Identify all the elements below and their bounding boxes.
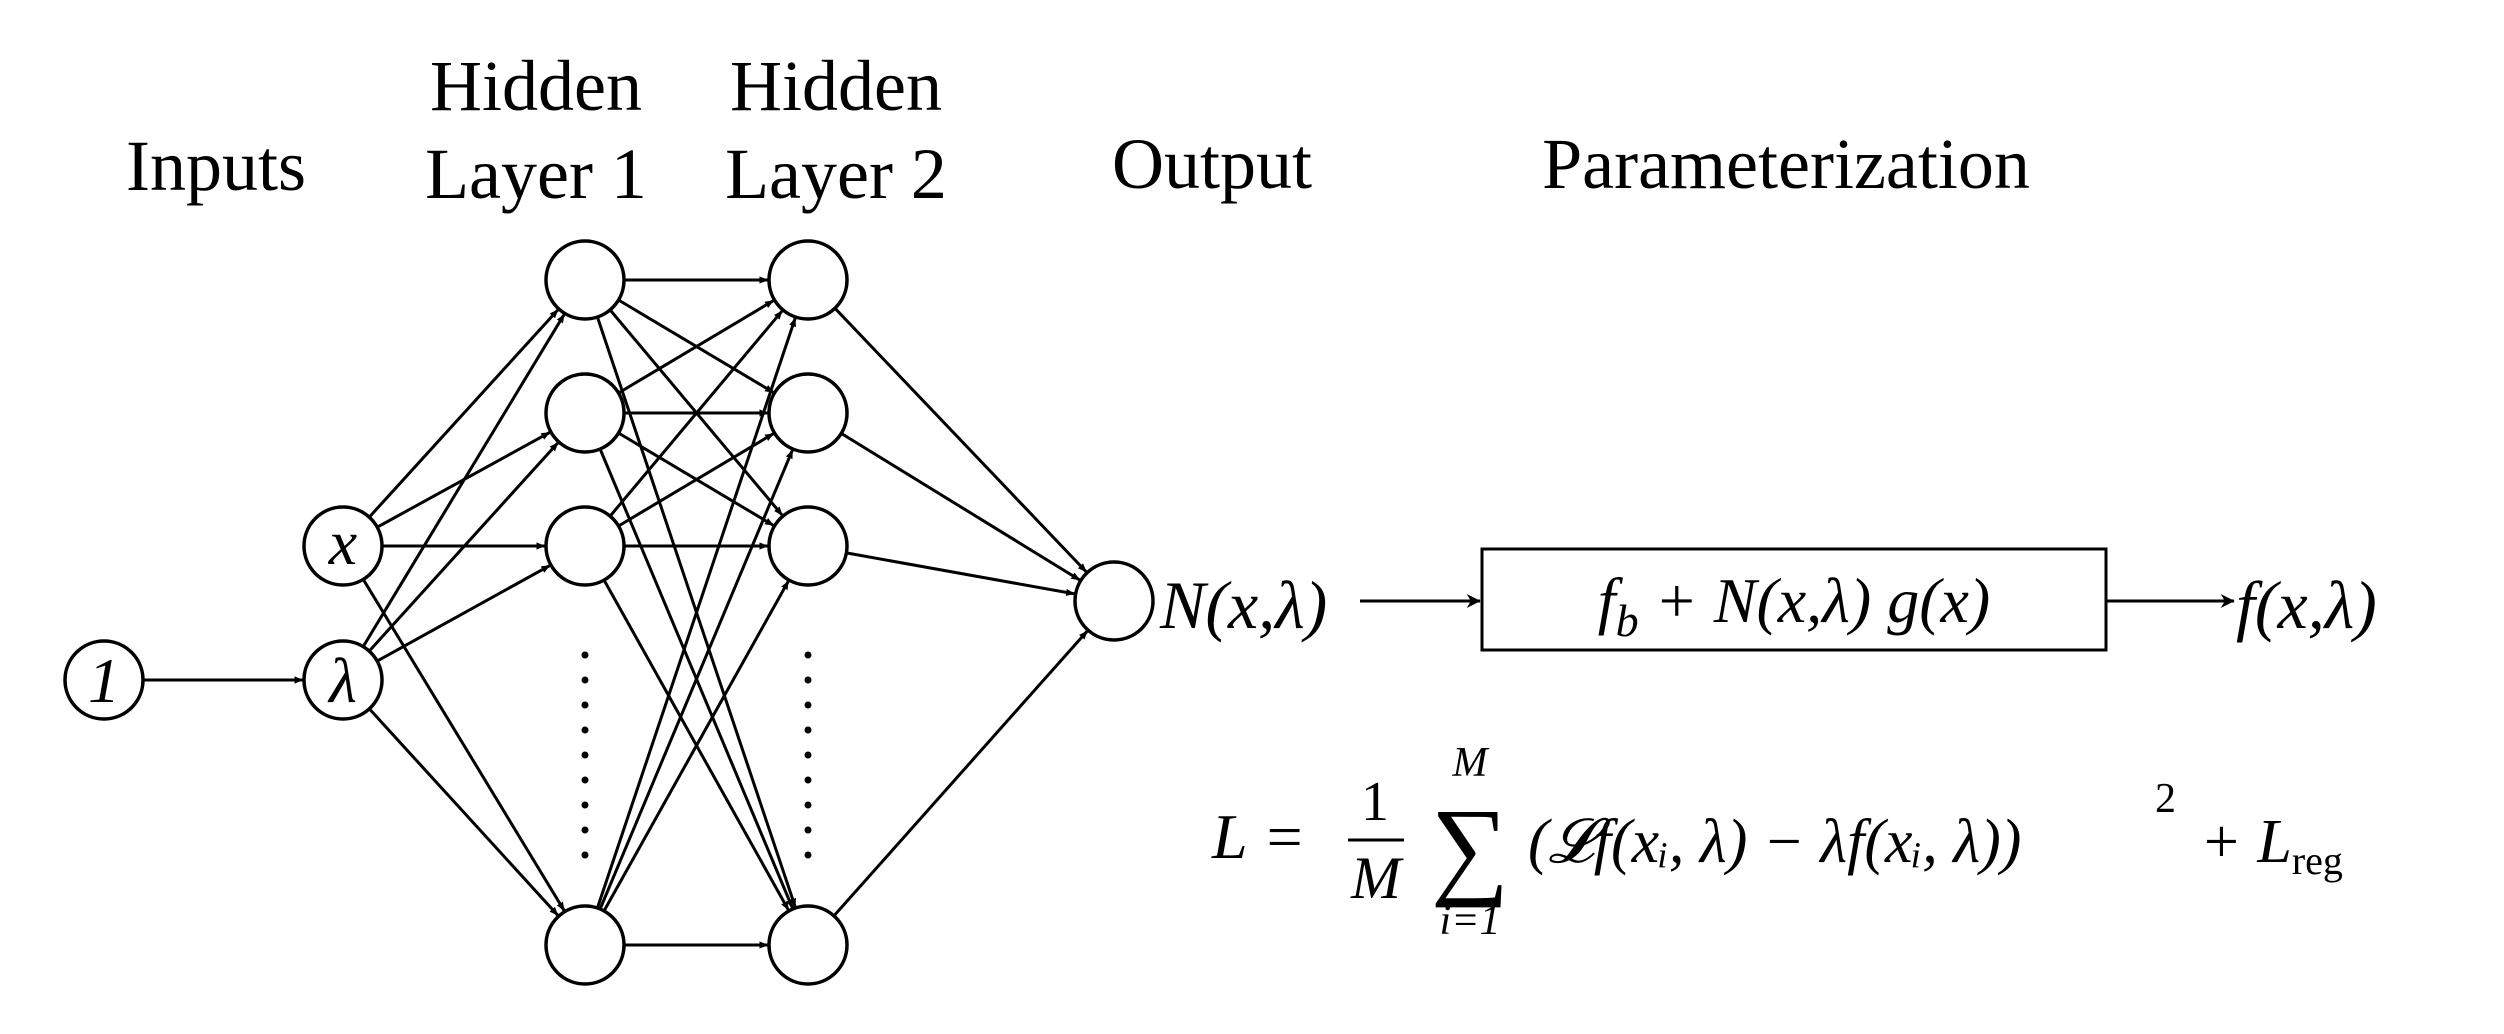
header-inputs: Inputs	[126, 126, 306, 206]
header-output: Output	[1112, 124, 1312, 204]
hidden2-to-output-edge	[846, 551, 1076, 596]
hidden2-node	[767, 505, 849, 587]
input-to-hidden1-edge	[361, 578, 566, 912]
header-hidden-layer-1-line2: Layer 1	[425, 134, 647, 214]
output-node	[1073, 560, 1155, 642]
hidden2-node	[767, 904, 849, 986]
hidden1-node	[544, 505, 626, 587]
loss-body: (𝓛f(xᵢ, λ) − λf(xᵢ, λ))	[1528, 808, 2021, 876]
loss-regularization: + Lreg	[2200, 808, 2343, 883]
loss-fraction-numerator: 1	[1361, 771, 1389, 833]
loss-sum-upper: M	[1452, 740, 1490, 786]
loss-equation: L = 1 M M ∑ i=1 (𝓛f(xᵢ, λ) − λf(xᵢ, λ)) …	[1211, 740, 2343, 944]
input-to-hidden1-edge	[368, 707, 560, 917]
header-hidden-layer-1-line1: Hidden	[430, 46, 642, 126]
network-output-label: N(x,λ)	[1159, 567, 1327, 643]
network-nodes	[63, 239, 1155, 986]
hidden1-node	[544, 372, 626, 454]
input-to-hidden1-edge	[376, 564, 551, 663]
input-node-x	[302, 505, 384, 587]
hidden1-to-hidden2-edge	[602, 580, 790, 912]
input-to-hidden1-edge	[368, 308, 560, 519]
hidden2-to-output-edge	[833, 307, 1088, 574]
hidden2-to-output-edge	[832, 629, 1089, 917]
parameterization-box	[1480, 547, 2108, 652]
hidden-layer-2-ellipsis	[804, 651, 812, 859]
hidden1-node	[544, 239, 626, 321]
loss-sum-lower: i=1	[1439, 898, 1500, 944]
bias-node	[63, 639, 145, 721]
hidden2-node	[767, 239, 849, 321]
header-parameterization: Parameterization	[1542, 124, 2030, 204]
loss-lhs: L =	[1211, 801, 1306, 872]
header-hidden-layer-2-line1: Hidden	[730, 46, 942, 126]
final-output-label: f(x,λ)	[2236, 567, 2377, 643]
hidden2-to-output-edge	[840, 432, 1081, 582]
hidden1-to-hidden2-edge	[598, 449, 794, 910]
input-to-hidden1-edge	[361, 313, 566, 648]
parameterization-formula: fb + N(x,λ) g(x)	[1598, 565, 1990, 646]
network-edges	[143, 276, 1089, 949]
input-to-hidden1-edge	[368, 441, 560, 653]
input-lambda-label: λ	[327, 645, 357, 716]
hidden1-to-hidden2-edge	[608, 309, 784, 518]
input-node-lambda	[302, 639, 384, 721]
loss-sum-symbol: ∑	[1431, 786, 1509, 908]
hidden1-node	[544, 904, 626, 986]
header-hidden-layer-2-line2: Layer 2	[725, 134, 947, 214]
loss-exponent: 2	[2155, 776, 2176, 822]
hidden2-node	[767, 372, 849, 454]
hidden1-to-hidden2-edge	[595, 317, 797, 909]
hidden1-to-hidden2-edge	[617, 432, 775, 528]
input-x-label: x	[328, 507, 357, 578]
loss-fraction-denominator: M	[1350, 845, 1404, 911]
hidden-layer-1-ellipsis	[581, 651, 589, 859]
hidden1-to-hidden2-edge	[617, 299, 775, 395]
bias-node-label: 1	[88, 645, 120, 716]
